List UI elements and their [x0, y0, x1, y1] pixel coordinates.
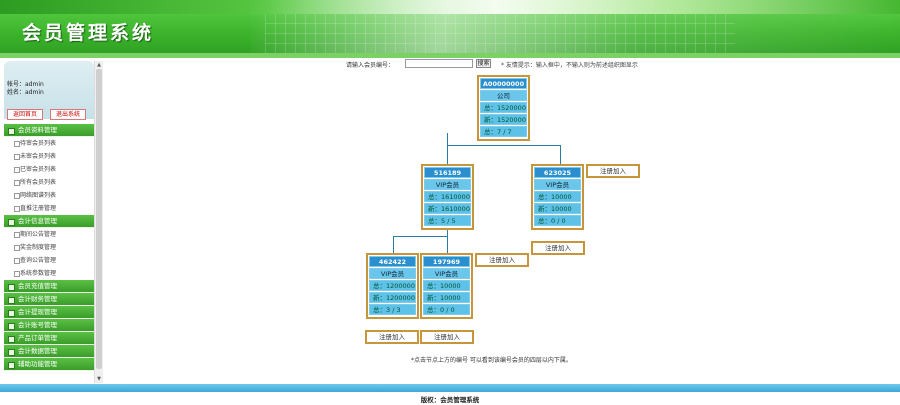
menu-group-withdraw[interactable]: 会计提现管理 [4, 306, 94, 319]
tree-connector [447, 133, 448, 145]
menu-group-member[interactable]: 会员资料管理 [4, 124, 94, 137]
register-button[interactable]: 注册加入 [531, 241, 585, 255]
user-account: 帐号：admin [7, 81, 44, 88]
menu-item[interactable]: 系统参数管理 [4, 267, 94, 280]
node-id-link[interactable]: 623025 [534, 167, 581, 178]
tree-footnote: *点击节点上方的编号 可以看到该编号会员的四层以内下属。 [411, 357, 572, 364]
search-label: 请输入会员编号： [346, 62, 395, 69]
node-new: 新：1610000 [424, 203, 471, 214]
scroll-up-icon[interactable]: ▲ [97, 62, 101, 68]
menu-item[interactable]: 未审会员列表 [4, 150, 94, 163]
footer-band [0, 384, 900, 392]
tree-connector [447, 145, 448, 164]
node-new: 新：10000 [423, 292, 470, 303]
node-count: 总：3 / 3 [369, 304, 416, 315]
menu-group-aux[interactable]: 辅助功能管理 [4, 358, 94, 371]
menu-item[interactable]: 奖金制度管理 [4, 241, 94, 254]
logout-button[interactable]: 退出系统 [50, 109, 86, 120]
register-button[interactable]: 注册加入 [420, 330, 474, 344]
node-new: 新：1520000 [480, 114, 527, 125]
node-id-link[interactable]: A00000000 [480, 78, 527, 89]
menu-group-finance[interactable]: 会计财务管理 [4, 293, 94, 306]
app-footer: 版权：会员管理系统 [0, 384, 900, 405]
member-search-input[interactable] [405, 59, 473, 68]
tree-connector [447, 145, 560, 146]
tree-node-right: 623025 VIP会员 总：10000 新：10000 总：0 / 0 [531, 164, 584, 230]
sidebar: 帐号：admin 姓名：admin 返回首页 退出系统 会员资料管理 待审会员列… [0, 58, 104, 384]
node-name: VIP会员 [369, 268, 416, 279]
header-bottom-band [0, 53, 900, 58]
node-total: 总：10000 [534, 191, 581, 202]
app-header: 会员管理系统 [0, 0, 900, 58]
menu-group-recharge[interactable]: 会员充值管理 [4, 280, 94, 293]
tree-node-root: A00000000 公司 总：1520000 新：1520000 总：7 / 7 [477, 75, 530, 141]
tree-connector [393, 236, 394, 253]
copyright-text: 版权：会员管理系统 [420, 396, 480, 404]
register-button[interactable]: 注册加入 [365, 330, 419, 344]
tree-connector [393, 236, 447, 237]
node-count: 总：5 / 5 [424, 215, 471, 226]
node-total: 总：1610000 [424, 191, 471, 202]
search-tip: * 友情提示：输入框中，不输入则为前述组织图显示 [501, 62, 638, 69]
sidebar-scrollbar[interactable]: ▲ ▼ [94, 61, 103, 383]
scrollbar-thumb[interactable] [96, 69, 102, 369]
menu-item[interactable]: 直推注册管理 [4, 202, 94, 215]
scroll-down-icon[interactable]: ▼ [97, 376, 101, 382]
menu-item[interactable]: 所有会员列表 [4, 176, 94, 189]
menu-group-info[interactable]: 会计信息管理 [4, 215, 94, 228]
tree-connector [447, 236, 448, 253]
node-count: 总：0 / 0 [423, 304, 470, 315]
node-new: 新：1200000 [369, 292, 416, 303]
header-decoration-wave [250, 0, 900, 58]
node-name: VIP会员 [424, 179, 471, 190]
tree-node-left-left: 462422 VIP会员 总：1200000 新：1200000 总：3 / 3 [366, 253, 419, 319]
menu-group-account[interactable]: 会计账号管理 [4, 319, 94, 332]
node-id-link[interactable]: 197969 [423, 256, 470, 267]
node-total: 总：1200000 [369, 280, 416, 291]
menu-item[interactable]: 网络图谱列表 [4, 189, 94, 202]
menu-item[interactable]: 已审会员列表 [4, 163, 94, 176]
menu-item[interactable]: 期间公告管理 [4, 228, 94, 241]
main-content: 请输入会员编号： 搜索 * 友情提示：输入框中，不输入则为前述组织图显示 A00… [105, 58, 900, 384]
node-name: 公司 [480, 90, 527, 101]
user-name: 姓名：admin [7, 89, 44, 96]
node-id-link[interactable]: 462422 [369, 256, 416, 267]
home-button[interactable]: 返回首页 [7, 109, 43, 120]
menu-item[interactable]: 待审会员列表 [4, 137, 94, 150]
header-decoration-tiles [265, 14, 735, 56]
node-id-link[interactable]: 516189 [424, 167, 471, 178]
register-button[interactable]: 注册加入 [475, 253, 529, 267]
register-button[interactable]: 注册加入 [586, 164, 640, 178]
node-name: VIP会员 [423, 268, 470, 279]
menu-group-data[interactable]: 会计数据管理 [4, 345, 94, 358]
app-title: 会员管理系统 [22, 22, 155, 44]
tree-node-left-right: 197969 VIP会员 总：10000 新：10000 总：0 / 0 [420, 253, 473, 319]
node-new: 新：10000 [534, 203, 581, 214]
node-count: 总：7 / 7 [480, 126, 527, 137]
menu-group-orders[interactable]: 产品订单管理 [4, 332, 94, 345]
node-count: 总：0 / 0 [534, 215, 581, 226]
node-total: 总：1520000 [480, 102, 527, 113]
menu-item[interactable]: 查询公告管理 [4, 254, 94, 267]
tree-connector [447, 224, 448, 236]
search-button[interactable]: 搜索 [476, 59, 491, 68]
tree-connector [560, 145, 561, 164]
tree-node-left: 516189 VIP会员 总：1610000 新：1610000 总：5 / 5 [421, 164, 474, 230]
node-name: VIP会员 [534, 179, 581, 190]
node-total: 总：10000 [423, 280, 470, 291]
sidebar-menu: 会员资料管理 待审会员列表 未审会员列表 已审会员列表 所有会员列表 网络图谱列… [4, 124, 94, 371]
